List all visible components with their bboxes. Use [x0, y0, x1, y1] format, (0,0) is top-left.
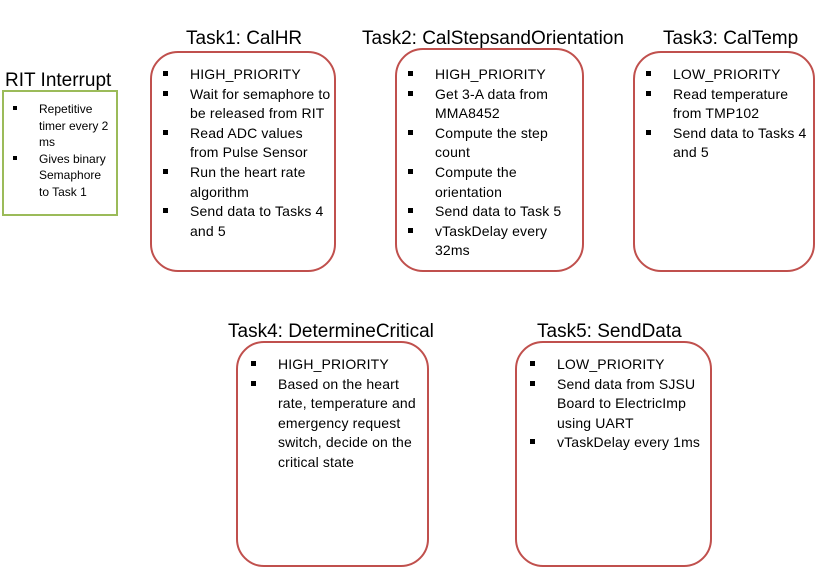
list-item-text: Wait for semaphore to be released from R…: [190, 85, 331, 122]
task1-list: HIGH_PRIORITY Wait for semaphore to be r…: [161, 65, 331, 241]
list-item: LOW_PRIORITY: [644, 65, 810, 85]
list-item-text: Send data to Tasks 4 and 5: [190, 203, 324, 239]
list-item: Read temperature from TMP102: [644, 85, 810, 124]
task4-title: Task4: DetermineCritical: [228, 321, 434, 342]
task5-box: LOW_PRIORITY Send data from SJSU Board t…: [515, 341, 712, 567]
bullet-icon: [530, 439, 535, 445]
bullet-icon: [163, 71, 168, 76]
list-item-text: vTaskDelay every 32ms: [435, 222, 548, 259]
list-item-text: Run the heart rate algorithm: [190, 163, 306, 200]
list-item-text: Get 3-A data from MMA8452: [435, 85, 549, 122]
list-item-text: Send data from SJSU Board to ElectricImp…: [557, 375, 696, 431]
task3-box: LOW_PRIORITY Read temperature from TMP10…: [633, 51, 815, 272]
bullet-icon: [408, 208, 413, 214]
list-item: Run the heart rate algorithm: [161, 163, 331, 202]
list-item: Based on the heart rate, temperature and…: [249, 375, 423, 473]
task3-list: LOW_PRIORITY Read temperature from TMP10…: [644, 65, 810, 163]
list-item-text: vTaskDelay every 1ms: [557, 434, 701, 451]
list-item: vTaskDelay every 32ms: [406, 222, 578, 261]
bullet-icon: [408, 227, 413, 233]
list-item: Wait for semaphore to be released from R…: [161, 85, 331, 124]
list-item-text: HIGH_PRIORITY: [435, 66, 546, 82]
bullet-icon: [251, 361, 256, 366]
list-item: LOW_PRIORITY: [528, 355, 708, 375]
bullet-icon: [646, 90, 651, 96]
rit-interrupt-list: Repetitive timer every 2 ms Gives binary…: [12, 101, 112, 200]
list-item: Compute the orientation: [406, 163, 578, 202]
list-item-text: Send data to Tasks 4 and 5: [673, 124, 807, 161]
bullet-icon: [163, 90, 168, 96]
task4-list: HIGH_PRIORITY Based on the heart rate, t…: [249, 355, 423, 473]
bullet-icon: [408, 168, 413, 174]
bullet-icon: [163, 168, 168, 174]
bullet-icon: [163, 129, 168, 135]
task1-box: HIGH_PRIORITY Wait for semaphore to be r…: [150, 51, 336, 272]
bullet-icon: [408, 71, 413, 76]
bullet-icon: [646, 129, 651, 135]
rit-interrupt-title: RIT Interrupt: [5, 70, 112, 91]
list-item: Send data from SJSU Board to ElectricImp…: [528, 375, 708, 434]
bullet-icon: [163, 208, 168, 214]
list-item: Send data to Tasks 4 and 5: [644, 124, 810, 163]
rit-interrupt-box: Repetitive timer every 2 ms Gives binary…: [2, 90, 118, 216]
list-item: Get 3-A data from MMA8452: [406, 85, 578, 124]
task5-title: Task5: SendData: [537, 321, 682, 342]
list-item-text: Compute the orientation: [435, 163, 517, 200]
bullet-icon: [408, 129, 413, 135]
list-item: Repetitive timer every 2 ms: [12, 101, 112, 151]
list-item: HIGH_PRIORITY: [249, 355, 423, 375]
bullet-icon: [13, 106, 17, 110]
list-item-text: Gives binary Semaphore to Task 1: [39, 151, 106, 199]
bullet-icon: [646, 71, 651, 76]
list-item-text: HIGH_PRIORITY: [190, 66, 301, 82]
bullet-icon: [408, 90, 413, 96]
list-item: Send data to Tasks 4 and 5: [161, 202, 331, 241]
task4-box: HIGH_PRIORITY Based on the heart rate, t…: [236, 341, 429, 567]
task2-title: Task2: CalStepsandOrientation: [362, 28, 624, 49]
list-item-text: LOW_PRIORITY: [557, 356, 665, 372]
list-item: Send data to Task 5: [406, 202, 578, 222]
list-item-text: Based on the heart rate, temperature and…: [278, 375, 416, 470]
bullet-icon: [530, 380, 535, 386]
list-item-text: Read ADC values from Pulse Sensor: [190, 124, 308, 161]
task2-list: HIGH_PRIORITY Get 3-A data from MMA8452 …: [406, 65, 578, 261]
list-item-text: Send data to Task 5: [435, 203, 562, 220]
list-item-text: HIGH_PRIORITY: [278, 356, 389, 372]
list-item: Compute the step count: [406, 124, 578, 163]
list-item: vTaskDelay every 1ms: [528, 433, 708, 453]
bullet-icon: [251, 380, 256, 386]
list-item: HIGH_PRIORITY: [406, 65, 578, 85]
task1-title: Task1: CalHR: [186, 28, 303, 49]
task2-box: HIGH_PRIORITY Get 3-A data from MMA8452 …: [395, 48, 584, 272]
bullet-icon: [530, 361, 535, 366]
bullet-icon: [13, 155, 17, 160]
list-item-text: Repetitive timer every 2 ms: [39, 102, 109, 149]
list-item-text: Compute the step count: [435, 124, 548, 161]
list-item: HIGH_PRIORITY: [161, 65, 331, 85]
task3-title: Task3: CalTemp: [663, 28, 799, 49]
list-item: Gives binary Semaphore to Task 1: [12, 151, 112, 201]
list-item-text: Read temperature from TMP102: [673, 85, 789, 122]
list-item: Read ADC values from Pulse Sensor: [161, 124, 331, 163]
task5-list: LOW_PRIORITY Send data from SJSU Board t…: [528, 355, 708, 453]
list-item-text: LOW_PRIORITY: [673, 66, 781, 82]
